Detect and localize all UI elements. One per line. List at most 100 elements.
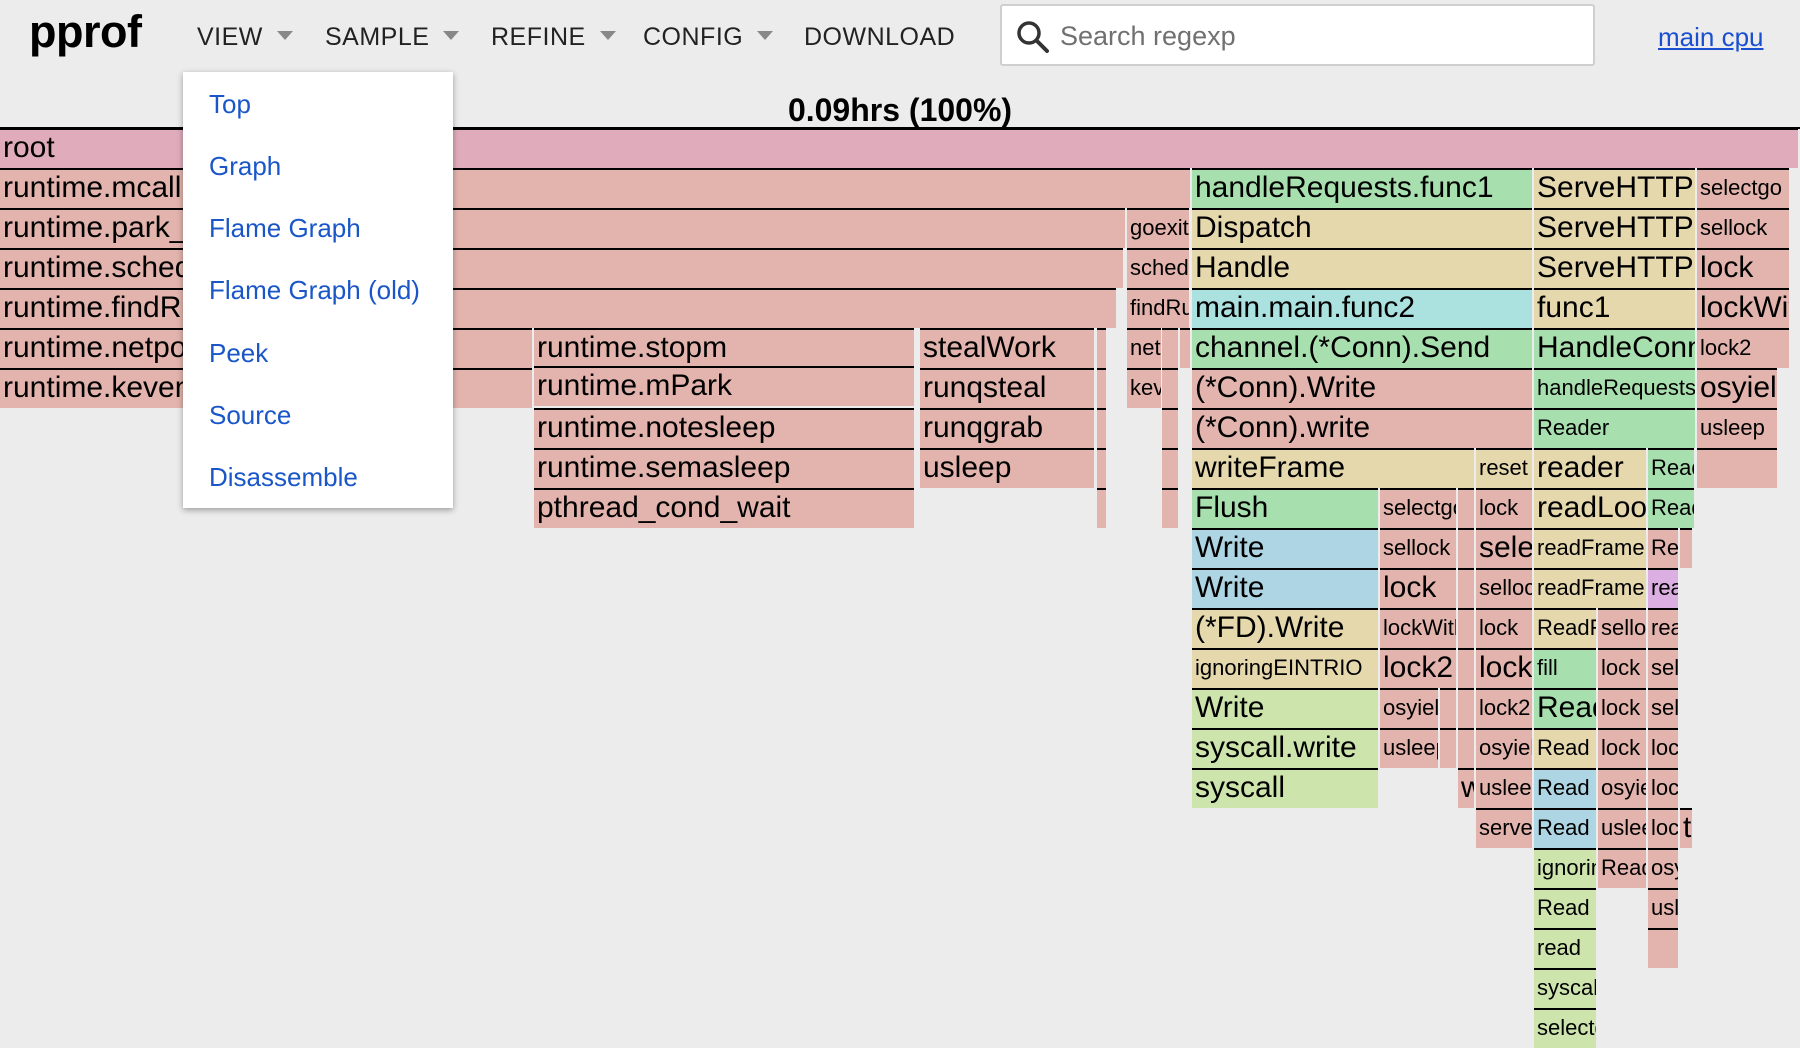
flame-frame[interactable]: runqgrab [920, 408, 1094, 448]
flame-frame[interactable]: Write [1192, 528, 1378, 568]
flame-frame[interactable]: selectgo [1648, 648, 1678, 688]
flame-frame[interactable] [1162, 408, 1178, 448]
flame-frame[interactable]: Reader [1648, 488, 1694, 528]
flame-frame[interactable]: ServeHTTP [1534, 248, 1695, 288]
flame-frame[interactable]: lock2 [1476, 688, 1532, 728]
view-menu-item-disassemble[interactable]: Disassemble [209, 462, 358, 492]
flame-frame[interactable]: (*Conn).write [1192, 408, 1532, 448]
flame-frame[interactable]: Flush [1192, 488, 1378, 528]
flame-frame[interactable]: netpoll [1127, 328, 1161, 368]
view-menu-item-source[interactable]: Source [209, 400, 292, 430]
flame-frame[interactable]: kevent [1127, 368, 1161, 408]
flame-frame[interactable]: Reader [1648, 528, 1678, 568]
flame-frame[interactable] [1458, 648, 1474, 688]
flame-frame[interactable]: Dispatch [1192, 208, 1532, 248]
menu-download[interactable]: DOWNLOAD [804, 18, 955, 56]
flame-frame[interactable]: Read [1534, 808, 1596, 848]
flame-frame[interactable]: pthread_cond_wait [534, 488, 914, 528]
flame-frame[interactable]: schedule [1127, 248, 1189, 288]
flame-frame[interactable]: lock [1648, 728, 1678, 768]
flame-frame[interactable]: reader [1534, 448, 1646, 488]
view-menu-item-peek[interactable]: Peek [209, 338, 269, 368]
flame-frame[interactable] [1097, 368, 1106, 408]
flame-frame[interactable]: lockWithRank [1476, 648, 1532, 688]
flame-frame[interactable] [1440, 688, 1456, 728]
flame-frame[interactable]: Handle [1192, 248, 1532, 288]
flame-frame[interactable]: runtime.findRunnable [0, 288, 1116, 328]
flame-frame[interactable]: runtime.park_m [0, 208, 1125, 248]
flame-frame[interactable] [1440, 728, 1456, 768]
flame-frame[interactable] [1648, 928, 1678, 968]
flame-frame[interactable]: stealWork [920, 328, 1094, 368]
flame-frame[interactable]: read [1648, 608, 1678, 648]
menu-refine[interactable]: REFINE [491, 18, 616, 56]
view-menu-item-flame-graph-old[interactable]: Flame Graph (old) [209, 275, 420, 305]
flame-frame[interactable]: writer [1458, 768, 1474, 808]
flame-frame[interactable]: sellock [1476, 568, 1532, 608]
flame-frame[interactable]: readFrame [1534, 528, 1646, 568]
flame-frame[interactable]: lock [1697, 248, 1789, 288]
flame-frame[interactable]: handleRequests [1534, 368, 1695, 408]
flame-frame[interactable]: ServeHTTP [1534, 208, 1695, 248]
flame-frame[interactable] [1097, 448, 1106, 488]
flame-frame[interactable] [1180, 328, 1190, 368]
profile-name-link[interactable]: main cpu [1658, 22, 1764, 52]
flame-frame[interactable]: runtime.stopm [534, 328, 914, 368]
flame-frame[interactable]: usleep [1380, 728, 1438, 768]
flame-frame[interactable]: Write [1192, 688, 1378, 728]
flame-frame[interactable]: goexit [1127, 208, 1189, 248]
flame-frame[interactable]: selectgo [1697, 168, 1789, 208]
flame-frame[interactable]: Read [1534, 888, 1596, 928]
flame-frame[interactable] [1097, 488, 1106, 528]
flame-frame[interactable]: Reader [1534, 408, 1695, 448]
flame-frame[interactable]: osyield [1648, 848, 1678, 888]
flame-frame[interactable]: lock [1648, 808, 1678, 848]
flame-frame[interactable]: syscall.write [1192, 728, 1378, 768]
flame-frame[interactable]: Reader [1648, 448, 1694, 488]
flame-frame[interactable]: lock [1476, 608, 1532, 648]
flame-frame[interactable]: readLoop [1534, 488, 1646, 528]
flame-frame[interactable]: serve [1476, 808, 1532, 848]
flame-frame[interactable] [1162, 448, 1178, 488]
flame-frame[interactable]: sellock [1598, 608, 1646, 648]
flame-frame[interactable]: lock [1598, 648, 1646, 688]
flame-frame[interactable]: ReadFull [1534, 608, 1596, 648]
flame-frame[interactable]: ignoringEINTRIO [1192, 648, 1378, 688]
flame-frame[interactable]: Reader [1598, 848, 1646, 888]
flame-frame[interactable]: Write [1192, 568, 1378, 608]
flame-frame[interactable] [1458, 568, 1474, 608]
flame-frame[interactable]: ServeHTTP [1534, 168, 1695, 208]
flame-frame[interactable]: syscall [1192, 768, 1378, 808]
flame-frame[interactable]: usleep [1476, 768, 1532, 808]
flame-frame[interactable]: sellock [1697, 208, 1789, 248]
flame-frame[interactable]: lock [1648, 768, 1678, 808]
flame-frame[interactable]: usleep [920, 448, 1094, 488]
flame-frame[interactable]: reset [1476, 448, 1532, 488]
flame-frame[interactable] [1458, 728, 1474, 768]
flame-frame[interactable]: osyield [1476, 728, 1532, 768]
menu-view[interactable]: VIEW [197, 18, 293, 56]
flame-frame[interactable]: func1 [1534, 288, 1695, 328]
flame-frame[interactable]: Read [1534, 728, 1596, 768]
flame-frame[interactable]: osyield [1598, 768, 1646, 808]
flame-frame[interactable]: channel.(*Conn).Send [1192, 328, 1532, 368]
flame-frame[interactable]: findRunnable [1127, 288, 1189, 328]
flame-frame[interactable]: (*FD).Write [1192, 608, 1378, 648]
menu-sample[interactable]: SAMPLE [325, 18, 460, 56]
view-menu-item-top[interactable]: Top [209, 89, 251, 119]
flame-frame[interactable]: lock [1598, 728, 1646, 768]
view-menu-item-graph[interactable]: Graph [209, 151, 282, 181]
flame-frame[interactable]: lock2 [1697, 328, 1789, 368]
menu-config[interactable]: CONFIG [643, 18, 774, 56]
flame-frame[interactable]: osyield [1697, 368, 1777, 408]
flame-frame[interactable] [1162, 488, 1178, 528]
flame-frame[interactable]: HandleConnection [1534, 328, 1695, 368]
flame-frame[interactable]: read [1648, 568, 1678, 608]
flame-frame[interactable]: Read [1534, 688, 1596, 728]
flame-frame[interactable]: timeoutLoop [1680, 808, 1692, 848]
flame-frame[interactable]: selectgo [1476, 528, 1532, 568]
flame-frame[interactable] [1162, 328, 1178, 368]
flame-frame[interactable]: osyield [1380, 688, 1438, 728]
flame-frame[interactable]: runtime.mPark [534, 366, 914, 406]
flame-frame[interactable]: writeFrame [1192, 448, 1474, 488]
